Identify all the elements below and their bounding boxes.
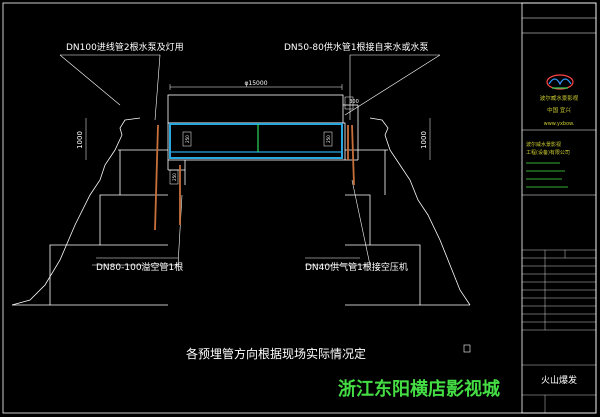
dim-right-lower: 250 [326, 135, 331, 143]
title-block: 波尔威水景影视 中国 宜兴 www.yxbow. 波尔威水景影视 工程(设备)有… [521, 2, 597, 414]
dim-left-upper: 250 [185, 135, 190, 143]
drawing-title: 火山爆发 [541, 374, 577, 386]
info-rows [526, 162, 568, 188]
dim-left-lower: 250 [172, 173, 177, 181]
dim-height-left: 1000 [76, 131, 84, 149]
dim-height-right: 1000 [420, 131, 428, 149]
dim-width: φ15000 [244, 80, 267, 87]
title-block-frame [521, 2, 597, 414]
company-name-3: 工程(设备)有限公司 [526, 149, 570, 156]
pipe-inlet [154, 124, 159, 231]
water-pool [169, 123, 343, 159]
dim-right-upper: 300 [349, 99, 359, 105]
footer-watermark: 浙江东阳横店影视城 [338, 378, 500, 400]
company-website: www.yxbow. [544, 121, 575, 127]
company-location: 中国 宜兴 [547, 106, 571, 114]
company-name: 波尔威水景影视 [540, 94, 579, 102]
label-supply-pipe: DN50-80供水管1根接自来水或水泵 [284, 41, 429, 53]
label-air-pipe: DN40供气管1根接空压机 [305, 261, 408, 273]
mound-left-slope [11, 134, 123, 306]
dimension-marks [85, 84, 431, 185]
pipes [154, 124, 355, 231]
label-overflow-pipe: DN80-100溢空管1根 [96, 261, 183, 273]
cursor-box [463, 344, 471, 353]
pipe-air [351, 124, 355, 186]
structure-lines [11, 94, 471, 306]
pool-outline [167, 122, 346, 161]
revision-table [522, 249, 596, 413]
upper-box [167, 94, 344, 124]
company-name-2: 波尔威水景影视 [526, 141, 561, 148]
note-text: 各预埋管方向根据现场实际情况定 [186, 346, 366, 361]
label-inlet-pipe: DN100进线管2根水泵及灯用 [66, 41, 184, 53]
company-logo [546, 74, 574, 90]
